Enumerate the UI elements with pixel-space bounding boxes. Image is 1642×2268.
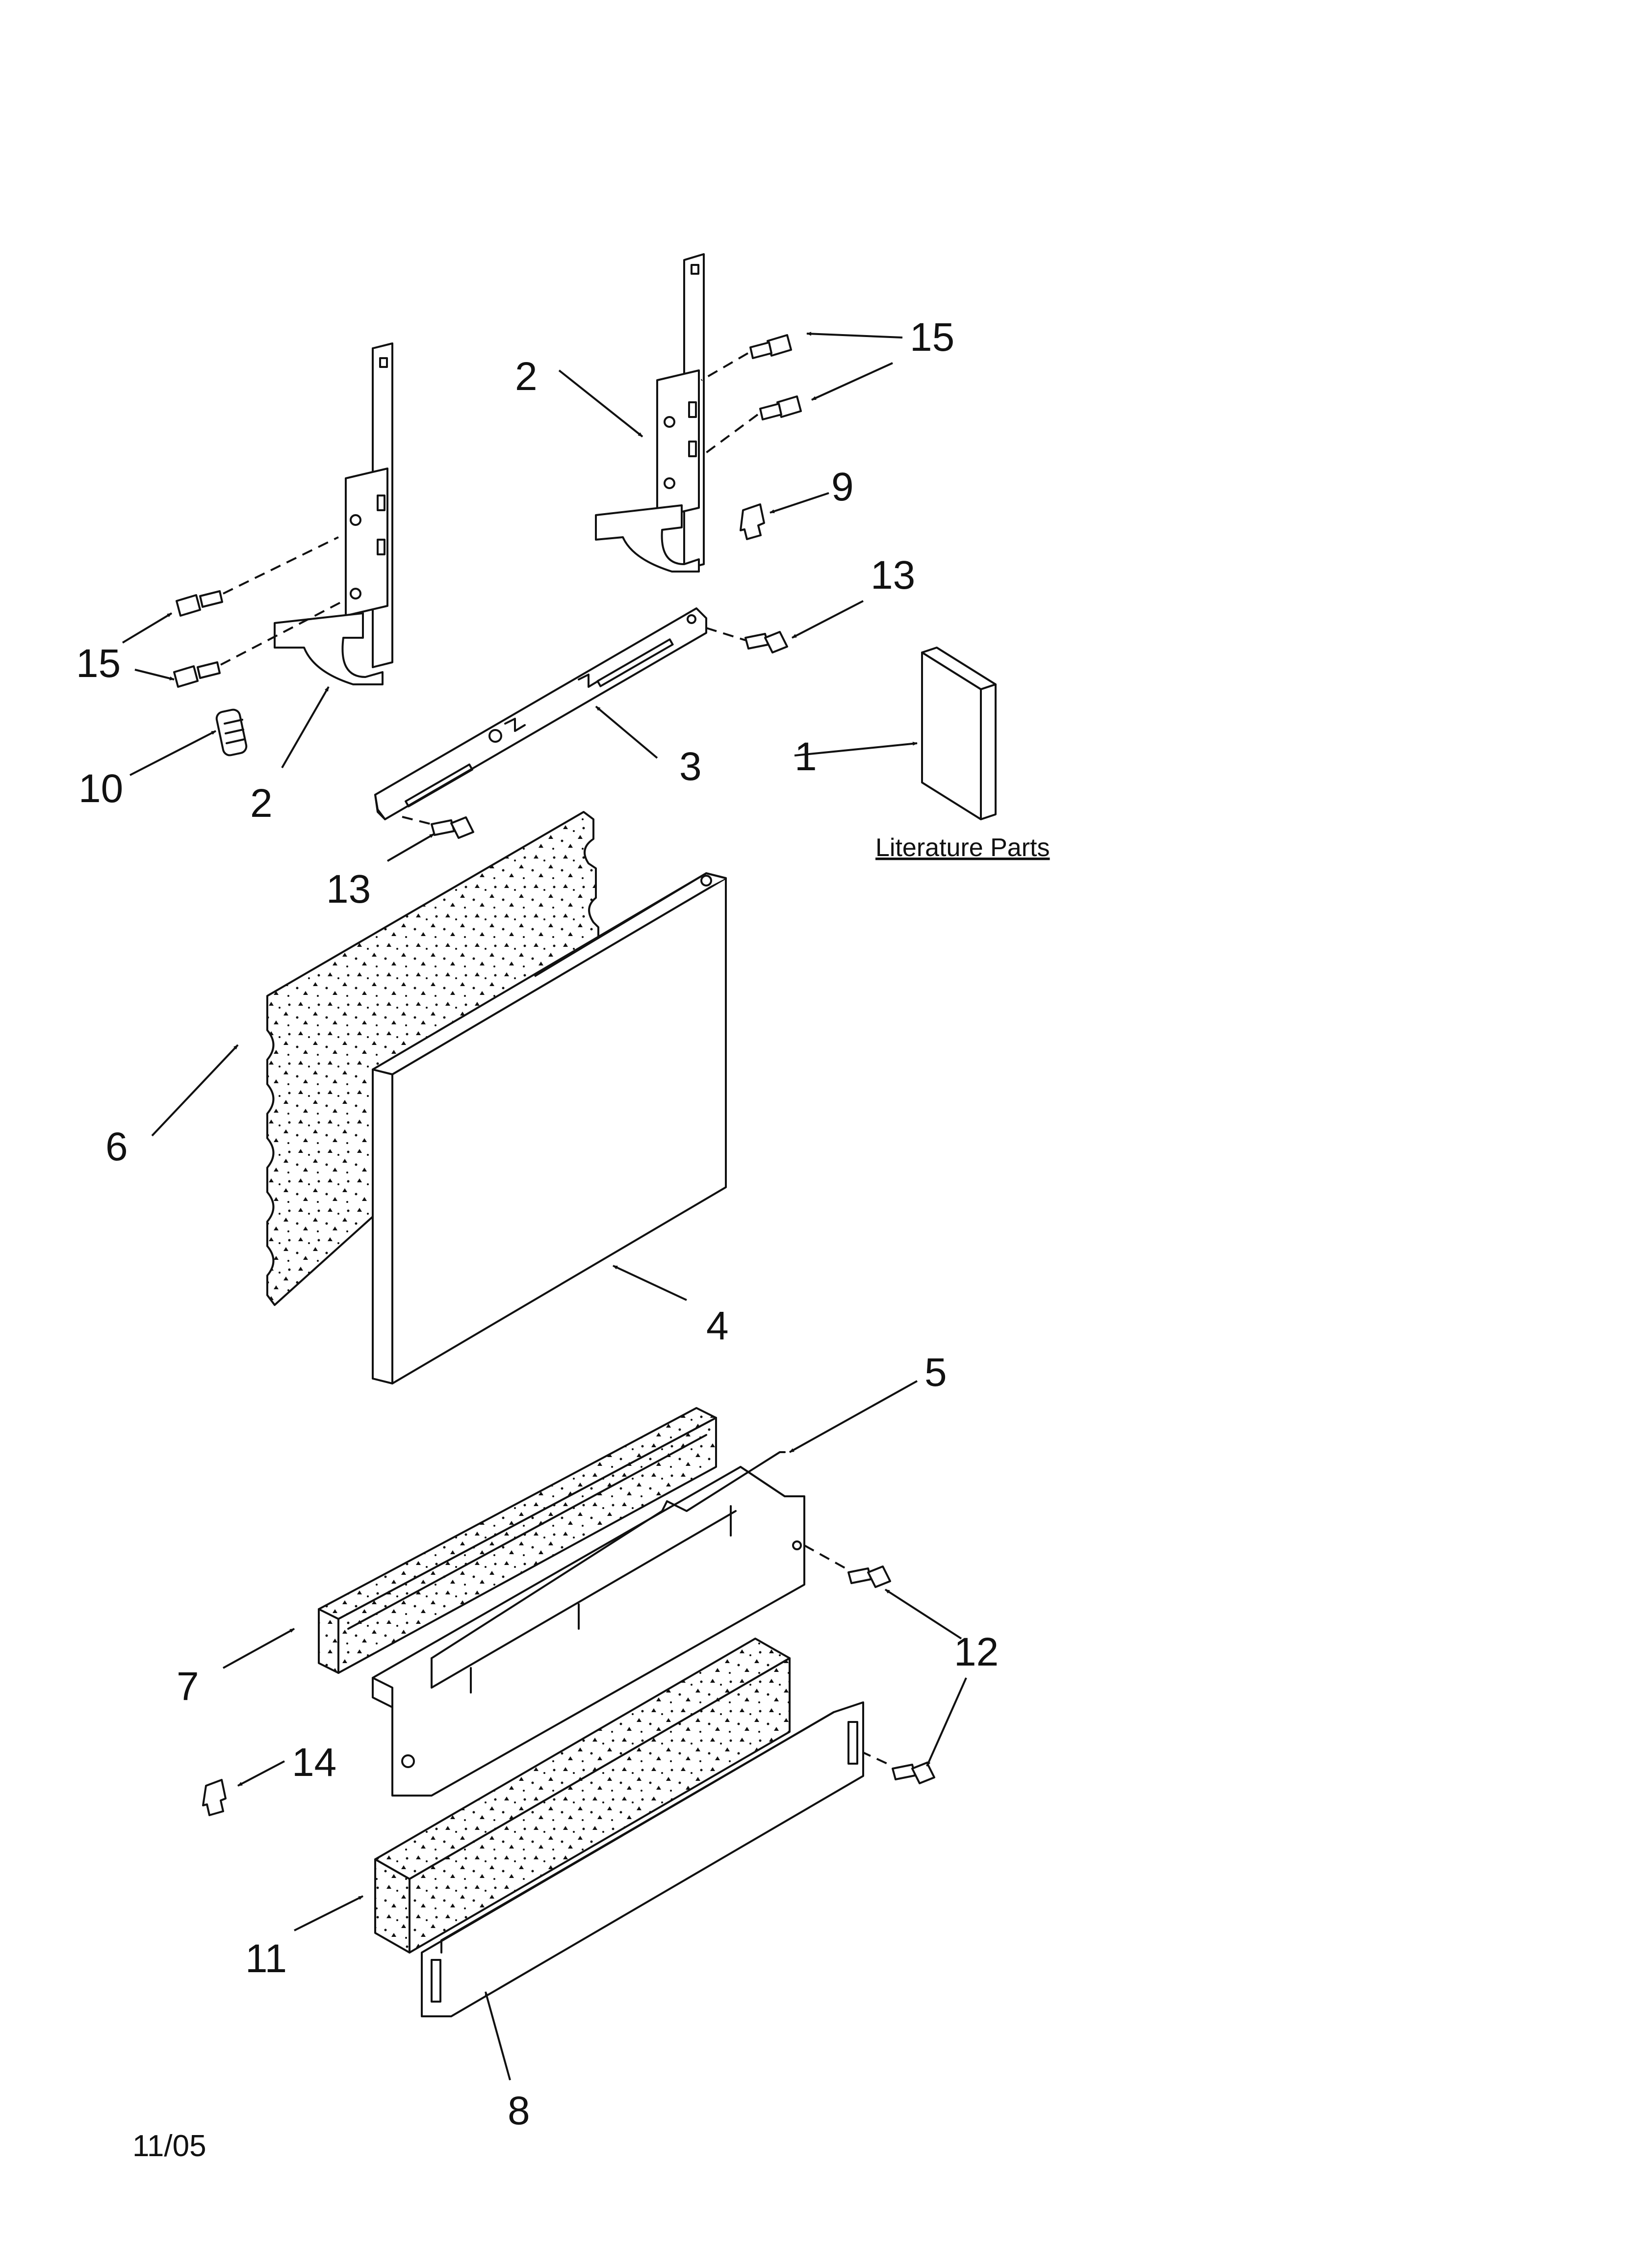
screw-15-right-lower	[700, 395, 802, 457]
callout-3: 3	[679, 744, 702, 789]
callout-15-left: 15	[76, 641, 121, 686]
bumper-10	[215, 708, 248, 756]
callout-arrows	[122, 332, 967, 2081]
door-panel-4	[372, 872, 727, 1384]
callout-13-upper: 13	[871, 553, 915, 598]
hinge-bracket-right	[595, 253, 705, 573]
clip-14	[202, 1779, 227, 1816]
callout-10: 10	[78, 766, 123, 811]
callout-2-left: 2	[250, 781, 273, 826]
screw-15-left-lower	[173, 600, 344, 688]
date-code: 11/05	[132, 2129, 206, 2163]
screw-12-lower	[860, 1750, 935, 1784]
callout-12: 12	[954, 1630, 999, 1674]
screw-15-right-upper	[700, 334, 792, 381]
callout-2-right: 2	[515, 354, 538, 399]
callout-9: 9	[831, 465, 854, 509]
callout-1: 1	[795, 734, 817, 779]
rail-3	[374, 607, 707, 820]
literature-parts-label: Literature Parts	[875, 834, 1050, 862]
clip-9	[740, 503, 765, 540]
callout-labels: 2 15 9 13 1 3 15 10 2 13 6 4 5 7 12 14 1…	[76, 315, 999, 2133]
screw-12-upper	[804, 1544, 891, 1588]
callout-4: 4	[706, 1303, 729, 1348]
callout-7: 7	[177, 1664, 199, 1709]
callout-14: 14	[292, 1740, 336, 1785]
callout-6: 6	[105, 1124, 128, 1169]
callout-13-lower: 13	[326, 867, 371, 912]
callout-11: 11	[245, 1936, 287, 1981]
insulation-strip-7	[318, 1407, 717, 1674]
screw-13-upper	[706, 627, 788, 653]
callout-15-right: 15	[910, 315, 954, 360]
kickplate-bracket-5	[372, 1451, 805, 1797]
screw-13-lower	[402, 816, 474, 839]
foam-block-11	[374, 1638, 791, 1954]
callout-5: 5	[924, 1350, 947, 1395]
literature-pack-1	[921, 647, 997, 820]
callout-8: 8	[508, 2088, 530, 2133]
kickplate-8	[421, 1701, 864, 2017]
screw-15-left-upper	[176, 536, 339, 617]
hinge-bracket-left	[274, 342, 393, 685]
